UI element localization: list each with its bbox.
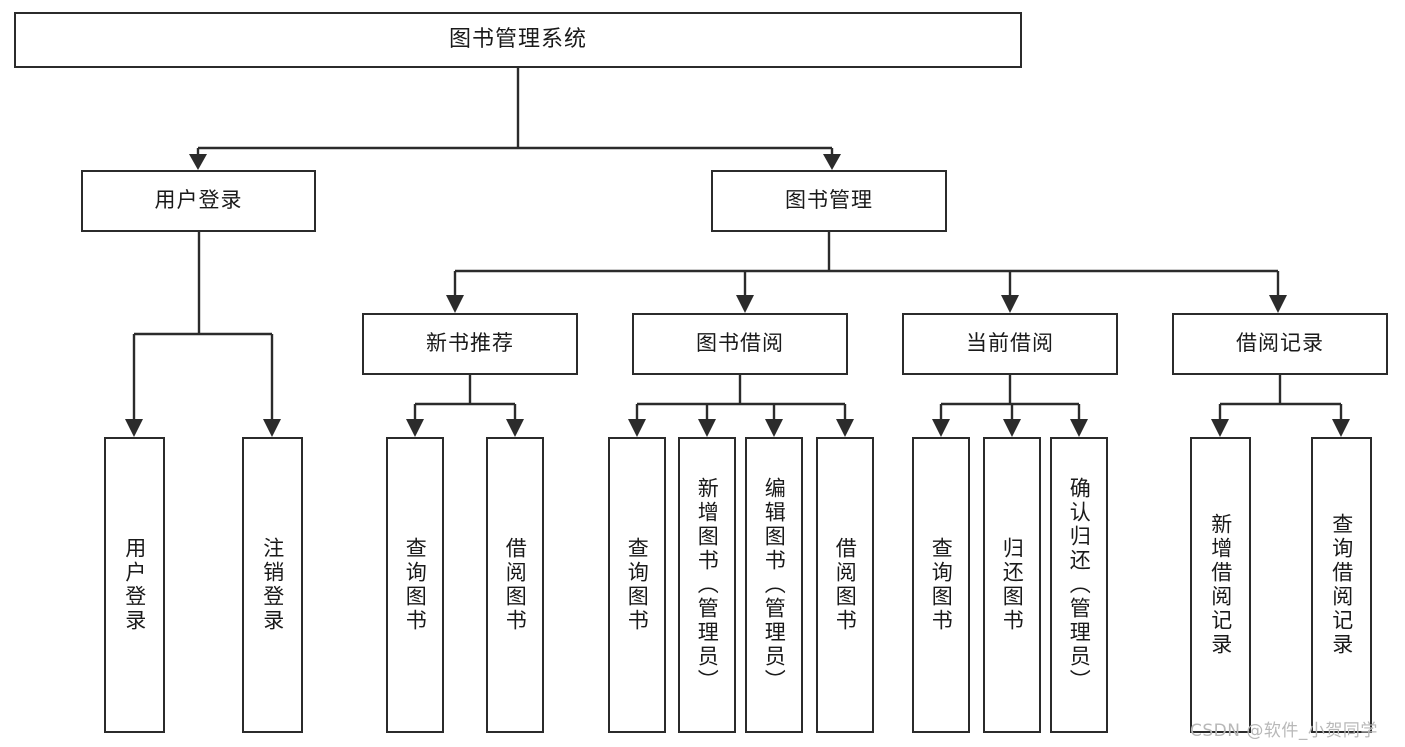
node-label: 当前借阅	[966, 331, 1054, 356]
node-borrowing-record[interactable]: 借阅记录	[1172, 313, 1388, 375]
connector-user-login-to-leaves	[125, 232, 281, 437]
node-label: 图书借阅	[696, 331, 784, 356]
connector-current-borrow-to-leaves	[932, 375, 1088, 437]
leaf-user-login[interactable]: 用户登录	[104, 437, 165, 733]
leaf-query-book-borrow[interactable]: 查询图书	[608, 437, 666, 733]
node-label: 图书管理	[785, 188, 873, 213]
leaf-return-book[interactable]: 归还图书	[983, 437, 1041, 733]
node-label: 图书管理系统	[448, 26, 587, 52]
node-label: 确认归还（管理员）	[1067, 477, 1092, 693]
node-label: 查询图书	[403, 537, 428, 633]
node-label: 借阅图书	[503, 537, 528, 633]
node-label: 查询图书	[929, 537, 954, 633]
connector-borrow-record-to-leaves	[1211, 375, 1350, 437]
node-label: 用户登录	[154, 188, 243, 213]
node-book-borrowing[interactable]: 图书借阅	[632, 313, 848, 375]
node-label: 借阅记录	[1236, 331, 1324, 356]
leaf-add-book-admin[interactable]: 新增图书（管理员）	[678, 437, 736, 733]
node-root-book-management-system[interactable]: 图书管理系统	[14, 12, 1022, 68]
leaf-borrow-book[interactable]: 借阅图书	[816, 437, 874, 733]
node-label: 查询图书	[625, 537, 650, 633]
leaf-query-borrow-record[interactable]: 查询借阅记录	[1311, 437, 1372, 733]
leaf-query-book-current[interactable]: 查询图书	[912, 437, 970, 733]
leaf-edit-book-admin[interactable]: 编辑图书（管理员）	[745, 437, 803, 733]
node-label: 借阅图书	[833, 537, 858, 633]
node-current-borrowing[interactable]: 当前借阅	[902, 313, 1118, 375]
node-label: 编辑图书（管理员）	[762, 477, 787, 693]
leaf-logout[interactable]: 注销登录	[242, 437, 303, 733]
node-label: 新增图书（管理员）	[695, 477, 720, 693]
connector-book-mgmt-to-level3	[446, 232, 1287, 313]
leaf-add-borrow-record[interactable]: 新增借阅记录	[1190, 437, 1251, 733]
node-label: 归还图书	[1000, 537, 1025, 633]
node-new-book-recommendation[interactable]: 新书推荐	[362, 313, 578, 375]
connector-book-borrow-to-leaves	[628, 375, 854, 437]
leaf-query-book-rec[interactable]: 查询图书	[386, 437, 444, 733]
node-label: 用户登录	[122, 537, 147, 633]
node-label: 注销登录	[260, 537, 285, 633]
connector-new-book-rec-to-leaves	[406, 375, 524, 437]
connector-root-to-level2	[189, 68, 841, 170]
leaf-borrow-book-rec[interactable]: 借阅图书	[486, 437, 544, 733]
node-book-management[interactable]: 图书管理	[711, 170, 947, 232]
node-label: 新增借阅记录	[1208, 513, 1233, 657]
node-label: 新书推荐	[426, 331, 514, 356]
node-label: 查询借阅记录	[1329, 513, 1354, 657]
leaf-confirm-return-admin[interactable]: 确认归还（管理员）	[1050, 437, 1108, 733]
node-user-login[interactable]: 用户登录	[81, 170, 316, 232]
